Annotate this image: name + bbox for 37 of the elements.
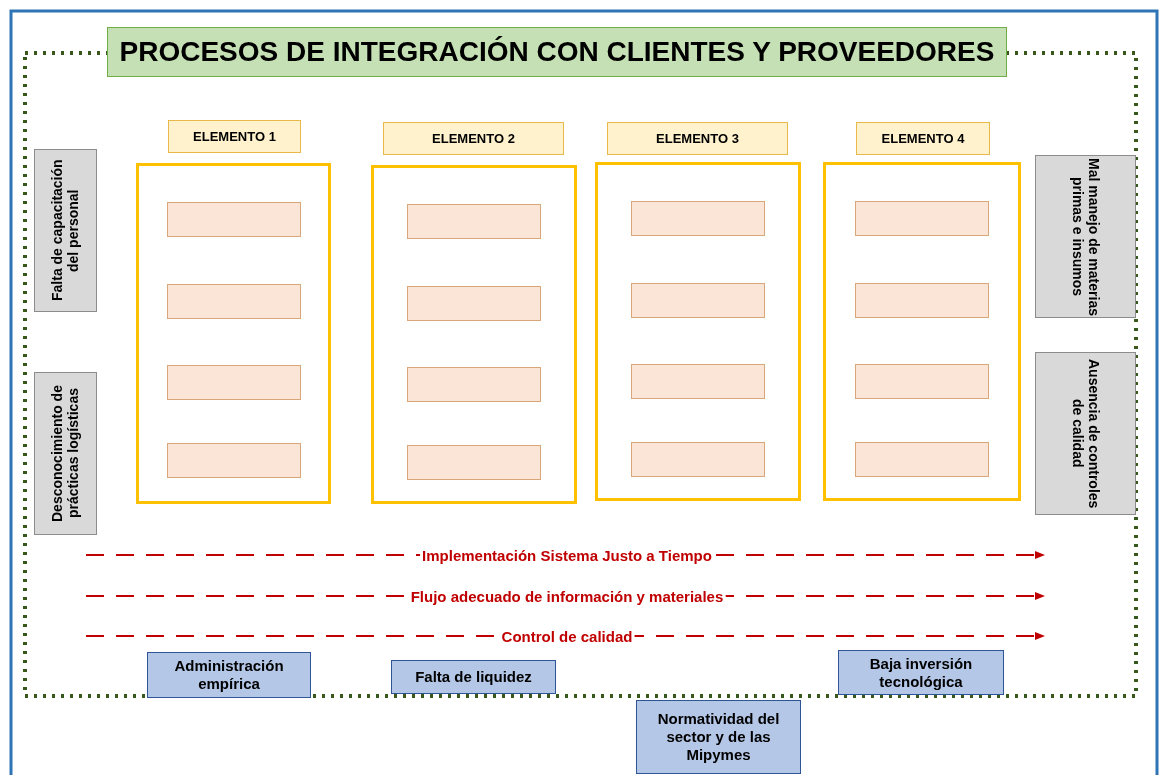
empty-box (167, 443, 301, 478)
empty-box (167, 202, 301, 237)
cause-box (34, 149, 97, 312)
empty-box (407, 204, 541, 239)
cause-box: Baja inversión tecnológica (838, 650, 1004, 695)
cause-box: Administración empírica (147, 652, 311, 698)
empty-box (855, 201, 989, 236)
element-frame (371, 165, 577, 504)
cause-box: Falta de liquidez (391, 660, 556, 694)
element-frame (823, 162, 1021, 501)
element-heading: ELEMENTO 4 (856, 122, 990, 155)
vertical-text: Falta de capacitación del personal (49, 158, 82, 304)
cause-box (34, 372, 97, 535)
empty-box (407, 286, 541, 321)
empty-box (855, 442, 989, 477)
vertical-text: Mal manejo de materias primas e insumos (1069, 156, 1102, 317)
empty-box (167, 365, 301, 400)
title-box: PROCESOS DE INTEGRACIÓN CON CLIENTES Y PROVEEDORES (107, 27, 1007, 77)
cause-box: Normatividad del sector y de las Mipymes (636, 700, 801, 774)
empty-box (631, 442, 765, 477)
empty-box (407, 367, 541, 402)
element-heading: ELEMENTO 3 (607, 122, 788, 155)
empty-box (631, 364, 765, 399)
empty-box (631, 283, 765, 318)
element-frame (595, 162, 801, 501)
element-heading: ELEMENTO 2 (383, 122, 564, 155)
empty-box (631, 201, 765, 236)
empty-box (855, 364, 989, 399)
element-frame (136, 163, 331, 504)
vertical-text: Desconocimiento de prácticas logísticas (49, 384, 82, 524)
vertical-text: Ausencia de controles de calidad (1069, 357, 1102, 511)
empty-box (167, 284, 301, 319)
cause-box (1035, 352, 1136, 515)
cause-box (1035, 155, 1136, 318)
empty-box (407, 445, 541, 480)
element-heading: ELEMENTO 1 (168, 120, 301, 153)
empty-box (855, 283, 989, 318)
